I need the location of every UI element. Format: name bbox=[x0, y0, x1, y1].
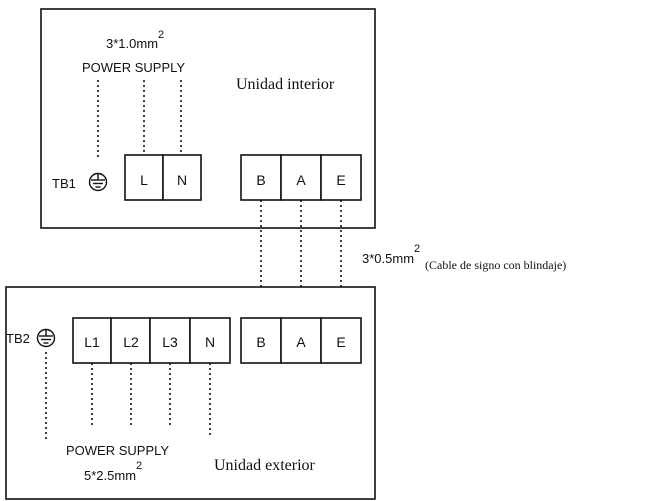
indoor-terminal-l bbox=[124, 154, 164, 201]
outdoor-terminal-l3-label: L3 bbox=[162, 334, 178, 350]
outdoor-terminal-l3 bbox=[149, 317, 191, 364]
tb1-label: TB1 bbox=[52, 176, 76, 191]
outdoor-terminal-e bbox=[320, 317, 362, 364]
outdoor-power-cable-spec: 5*2.5mm2 bbox=[84, 460, 142, 483]
outdoor-terminal-e-label: E bbox=[336, 334, 345, 350]
indoor-terminal-b-label: B bbox=[256, 172, 265, 188]
outdoor-terminal-b bbox=[240, 317, 282, 364]
indoor-terminal-n bbox=[162, 154, 202, 201]
indoor-terminal-l-label: L bbox=[140, 172, 148, 188]
indoor-power-supply-label: POWER SUPPLY bbox=[82, 60, 185, 75]
indoor-ground-icon bbox=[88, 172, 108, 192]
outdoor-unit-label: Unidad exterior bbox=[214, 457, 316, 474]
signal-cable-note: (Cable de signo con blindaje) bbox=[425, 258, 566, 272]
indoor-terminal-n-label: N bbox=[177, 172, 187, 188]
indoor-terminal-e bbox=[320, 154, 362, 201]
indoor-terminal-a-label: A bbox=[296, 172, 306, 188]
signal-cable-spec: 3*0.5mm2 bbox=[362, 243, 420, 266]
outdoor-terminal-l1-label: L1 bbox=[84, 334, 100, 350]
outdoor-terminal-n bbox=[189, 317, 231, 364]
outdoor-ground-icon bbox=[36, 328, 56, 348]
indoor-power-cable-spec: 3*1.0mm2 bbox=[106, 29, 164, 51]
indoor-unit-label: Unidad interior bbox=[236, 76, 335, 93]
outdoor-terminal-l1 bbox=[72, 317, 112, 364]
outdoor-terminal-b-label: B bbox=[256, 334, 265, 350]
tb2-label: TB2 bbox=[6, 331, 30, 346]
outdoor-terminal-n-label: N bbox=[205, 334, 215, 350]
outdoor-terminal-a-label: A bbox=[296, 334, 306, 350]
indoor-terminal-e-label: E bbox=[336, 172, 345, 188]
outdoor-power-supply-label: POWER SUPPLY bbox=[66, 443, 169, 458]
outdoor-terminal-l2-label: L2 bbox=[123, 334, 139, 350]
